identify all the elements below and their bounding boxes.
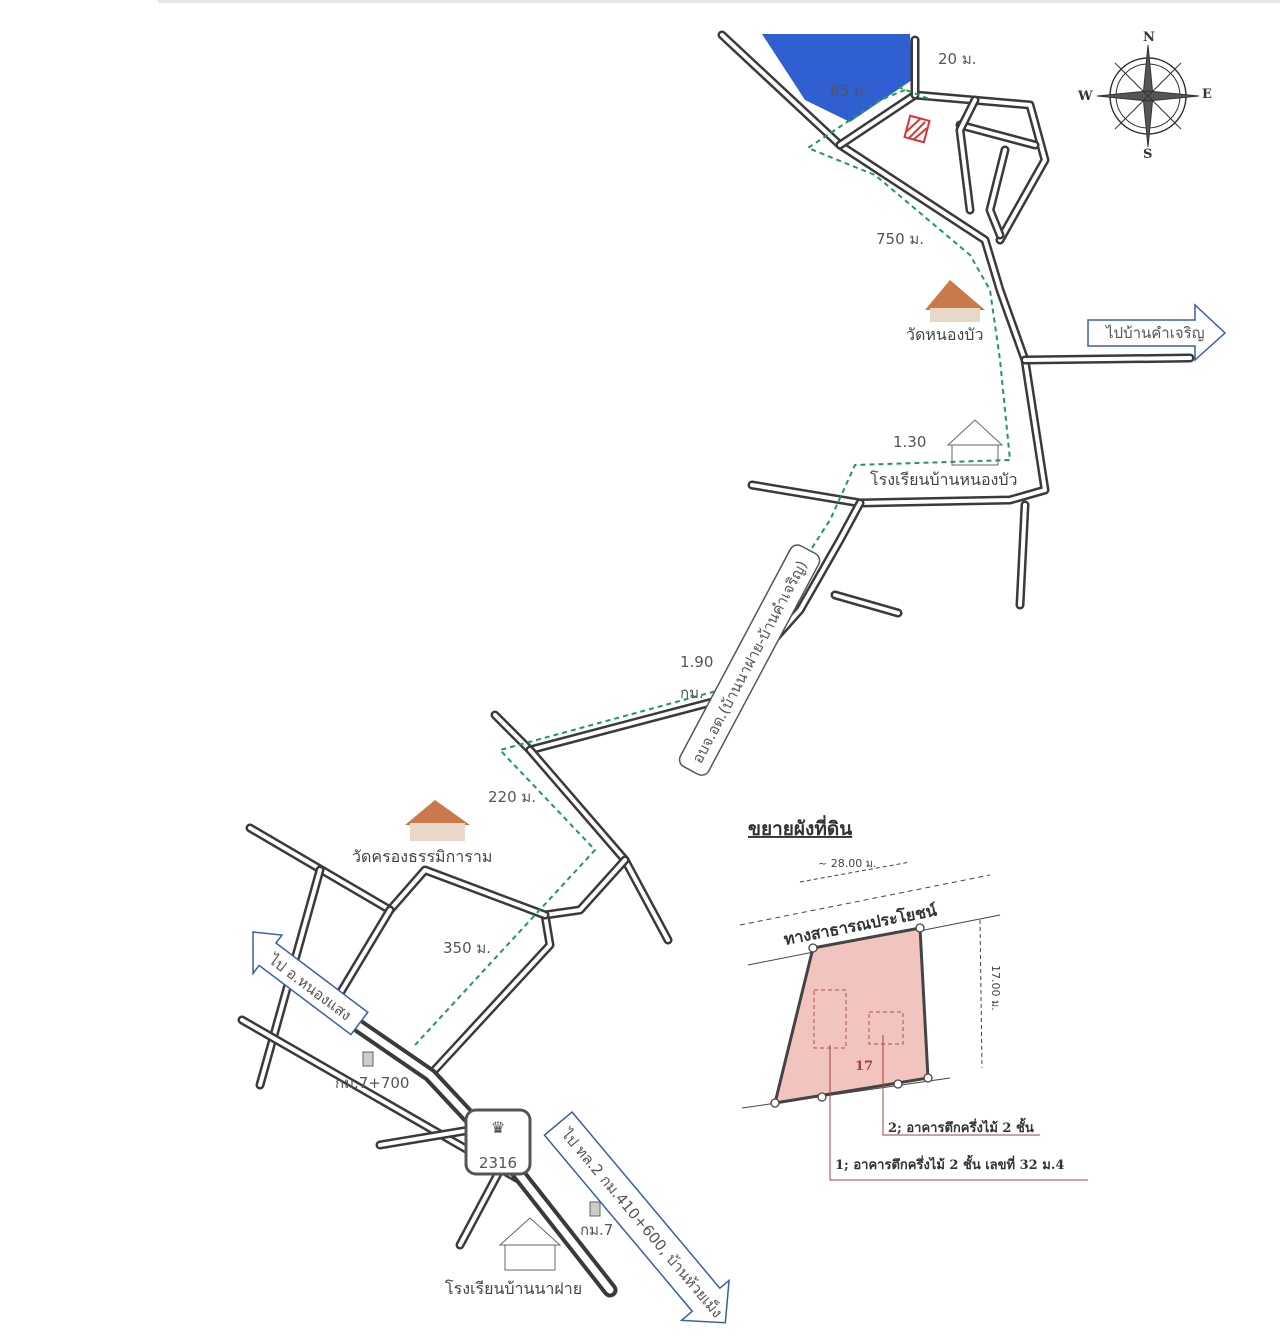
km-post-icon — [362, 1051, 374, 1067]
building-2-outline — [868, 1011, 904, 1045]
building-1-label: 1; อาคารตึกครึ่งไม้ 2 ชั้น เลขที่ 32 ม.4 — [835, 1154, 1064, 1173]
road-name-box — [678, 544, 821, 776]
road-network — [237, 30, 1195, 1298]
compass-w: W — [1077, 89, 1093, 104]
route-number: 2316 — [479, 1154, 517, 1172]
school-nafai-label: โรงเรียนบ้านนาฝาย — [445, 1279, 582, 1298]
dist-130: 1.30 — [893, 433, 926, 451]
school-icon — [498, 1217, 562, 1271]
school-icon — [946, 419, 1004, 466]
arrow-to-khamcharoen — [1087, 303, 1227, 362]
compass-rose-icon — [1096, 44, 1200, 148]
dist-20: 20 ม. — [938, 50, 977, 68]
width-dim-label: ~ 28.00 ม. — [818, 857, 876, 870]
emblem-icon: ♛ — [491, 1118, 505, 1137]
top-border — [158, 0, 1280, 3]
dist-220: 220 ม. — [488, 788, 536, 806]
compass-n: N — [1143, 30, 1155, 45]
dist-85: 85 ม. — [830, 82, 869, 100]
width-dim-line — [799, 861, 911, 883]
temple-nongbua-label: วัดหนองบัว — [906, 325, 983, 344]
compass-e: E — [1202, 87, 1212, 102]
temple-khrong-label: วัดครองธรรมิการาม — [352, 847, 492, 866]
parcel-17 — [773, 926, 930, 1105]
parcel-inset: ขยายผังที่ดิน ~ 28.00 ม. ทางสาธารณประโยช… — [739, 815, 1088, 1181]
route-short — [897, 86, 933, 101]
dist-750: 750 ม. — [876, 230, 924, 248]
dist-350: 350 ม. — [443, 939, 491, 957]
compass-s: S — [1143, 147, 1152, 162]
to-khamcharoen-label: ไปบ้านคำเจริญ — [1105, 324, 1204, 342]
dist-190: 1.90 — [680, 653, 713, 671]
depth-dim-line — [979, 919, 983, 1069]
km-unit: กม. — [680, 684, 704, 702]
km-7-label: กม.7 — [580, 1221, 613, 1239]
km-7700-label: กม.7+700 — [335, 1074, 409, 1092]
building-2-label: 2; อาคารตึกครึ่งไม้ 2 ชั้น — [888, 1117, 1034, 1136]
route-shield — [464, 1108, 532, 1176]
arrow-to-nongsaeng — [252, 931, 369, 1036]
km-post-icon — [589, 1201, 601, 1217]
temple-icon — [925, 280, 985, 322]
parcel-number: 17 — [855, 1059, 873, 1074]
depth-dim-label: 17.00 ม. — [989, 965, 1002, 1011]
school-nongbua-label: โรงเรียนบ้านหนองบัว — [870, 470, 1018, 489]
temple-icon — [405, 800, 470, 841]
inset-title: ขยายผังที่ดิน — [748, 815, 852, 840]
lake — [762, 34, 912, 122]
arrow-to-highway — [543, 1110, 730, 1324]
route-path — [414, 89, 1012, 1046]
site-hatch — [905, 118, 928, 141]
